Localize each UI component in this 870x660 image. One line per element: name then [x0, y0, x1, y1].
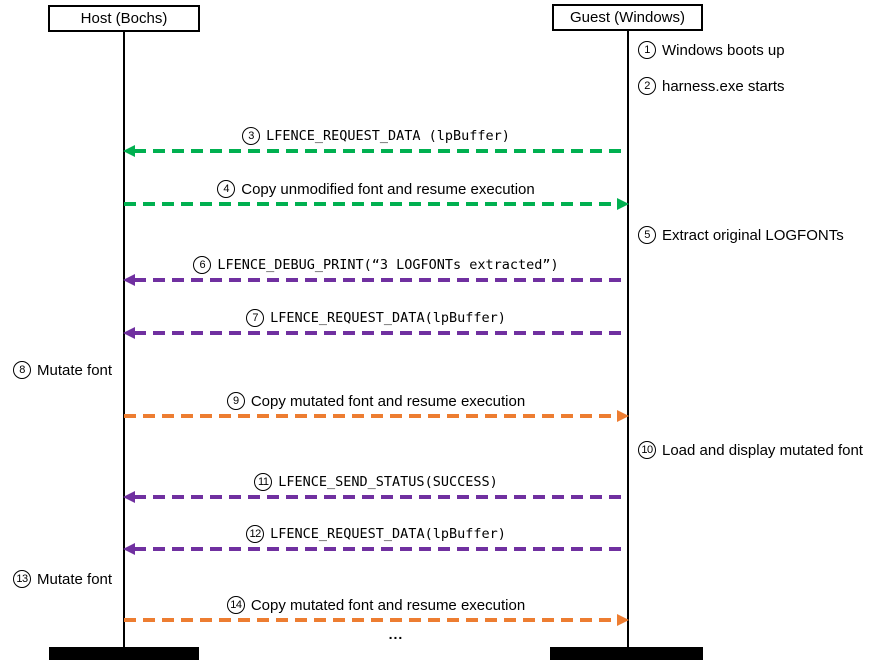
note-extract-logfonts: 5 Extract original LOGFONTs	[638, 226, 844, 244]
arrowhead-left-icon	[123, 491, 135, 503]
dashed-line	[134, 495, 628, 499]
step-number-circle: 3	[242, 127, 261, 145]
arrow-copy-mutated-font-14: 14 Copy mutated font and resume executio…	[124, 596, 629, 626]
arrow-label: 3 LFENCE_REQUEST_DATA (lpBuffer)	[124, 127, 628, 145]
lifeline-host	[123, 32, 125, 647]
actor-label-guest: Guest (Windows)	[569, 9, 686, 26]
continuation-ellipsis: ...	[388, 626, 404, 642]
arrow-request-data-12: 12 LFENCE_REQUEST_DATA(lpBuffer)	[123, 525, 628, 555]
dashed-line	[134, 149, 628, 153]
message-text: LFENCE_REQUEST_DATA(lpBuffer)	[270, 526, 506, 542]
arrow-send-status-11: 11 LFENCE_SEND_STATUS(SUCCESS)	[123, 473, 628, 503]
step-number-circle: 6	[193, 256, 212, 274]
step-number-circle: 10	[638, 441, 656, 459]
actor-label-host: Host (Bochs)	[80, 10, 168, 27]
note-mutate-font-2: 13 Mutate font	[13, 570, 112, 588]
message-text: LFENCE_SEND_STATUS(SUCCESS)	[278, 474, 498, 490]
arrowhead-left-icon	[123, 274, 135, 286]
arrow-request-data-7: 7 LFENCE_REQUEST_DATA(lpBuffer)	[123, 309, 628, 339]
arrowhead-left-icon	[123, 327, 135, 339]
lifeline-guest	[627, 31, 629, 647]
message-text: Copy unmodified font and resume executio…	[241, 180, 535, 198]
dashed-line	[134, 331, 628, 335]
dashed-line	[134, 278, 628, 282]
note-label: Extract original LOGFONTs	[662, 226, 844, 244]
note-label: Load and display mutated font	[662, 441, 863, 459]
note-label: harness.exe starts	[662, 77, 785, 95]
message-text: Copy mutated font and resume execution	[250, 596, 526, 614]
note-label: Mutate font	[37, 361, 113, 379]
termination-bar-guest	[550, 647, 703, 660]
message-text: Copy mutated font and resume execution	[250, 392, 526, 410]
note-label: Mutate font	[37, 570, 113, 588]
actor-box-guest: Guest (Windows)	[552, 4, 703, 31]
step-number-circle: 12	[246, 525, 265, 543]
arrowhead-left-icon	[123, 145, 135, 157]
dashed-line	[124, 618, 618, 622]
step-number-circle: 9	[226, 392, 245, 410]
arrow-label: 6 LFENCE_DEBUG_PRINT(“3 LOGFONTs extract…	[124, 256, 628, 274]
arrow-copy-mutated-font-9: 9 Copy mutated font and resume execution	[124, 392, 629, 422]
arrowhead-right-icon	[617, 614, 629, 626]
dashed-line	[134, 547, 628, 551]
step-number-circle: 5	[638, 226, 656, 244]
arrow-label: 9 Copy mutated font and resume execution	[124, 392, 628, 410]
step-number-circle: 11	[254, 473, 273, 491]
arrow-label: 14 Copy mutated font and resume executio…	[124, 596, 628, 614]
arrow-label: 12 LFENCE_REQUEST_DATA(lpBuffer)	[124, 525, 628, 543]
arrowhead-left-icon	[123, 543, 135, 555]
arrow-label: 7 LFENCE_REQUEST_DATA(lpBuffer)	[124, 309, 628, 327]
step-number-circle: 1	[638, 41, 656, 59]
step-number-circle: 2	[638, 77, 656, 95]
note-load-display-font: 10 Load and display mutated font	[638, 441, 863, 459]
arrow-label: 4 Copy unmodified font and resume execut…	[124, 180, 628, 198]
arrow-label: 11 LFENCE_SEND_STATUS(SUCCESS)	[124, 473, 628, 491]
message-text: LFENCE_DEBUG_PRINT(“3 LOGFONTs extracted…	[217, 257, 559, 273]
arrow-request-data-3: 3 LFENCE_REQUEST_DATA (lpBuffer)	[123, 127, 628, 157]
note-windows-boots-up: 1 Windows boots up	[638, 41, 785, 59]
step-number-circle: 7	[246, 309, 265, 327]
message-text: LFENCE_REQUEST_DATA (lpBuffer)	[266, 128, 510, 144]
arrowhead-right-icon	[617, 410, 629, 422]
actor-box-host: Host (Bochs)	[48, 5, 200, 32]
step-number-circle: 14	[226, 596, 245, 614]
step-number-circle: 8	[13, 361, 31, 379]
dashed-line	[124, 202, 618, 206]
step-number-circle: 4	[217, 180, 236, 198]
note-harness-starts: 2 harness.exe starts	[638, 77, 785, 95]
arrowhead-right-icon	[617, 198, 629, 210]
termination-bar-host	[49, 647, 199, 660]
dashed-line	[124, 414, 618, 418]
message-text: LFENCE_REQUEST_DATA(lpBuffer)	[270, 310, 506, 326]
step-number-circle: 13	[13, 570, 31, 588]
arrow-copy-unmodified-font-4: 4 Copy unmodified font and resume execut…	[124, 180, 629, 210]
arrow-debug-print-6: 6 LFENCE_DEBUG_PRINT(“3 LOGFONTs extract…	[123, 256, 628, 286]
note-mutate-font-1: 8 Mutate font	[13, 361, 112, 379]
note-label: Windows boots up	[662, 41, 785, 59]
